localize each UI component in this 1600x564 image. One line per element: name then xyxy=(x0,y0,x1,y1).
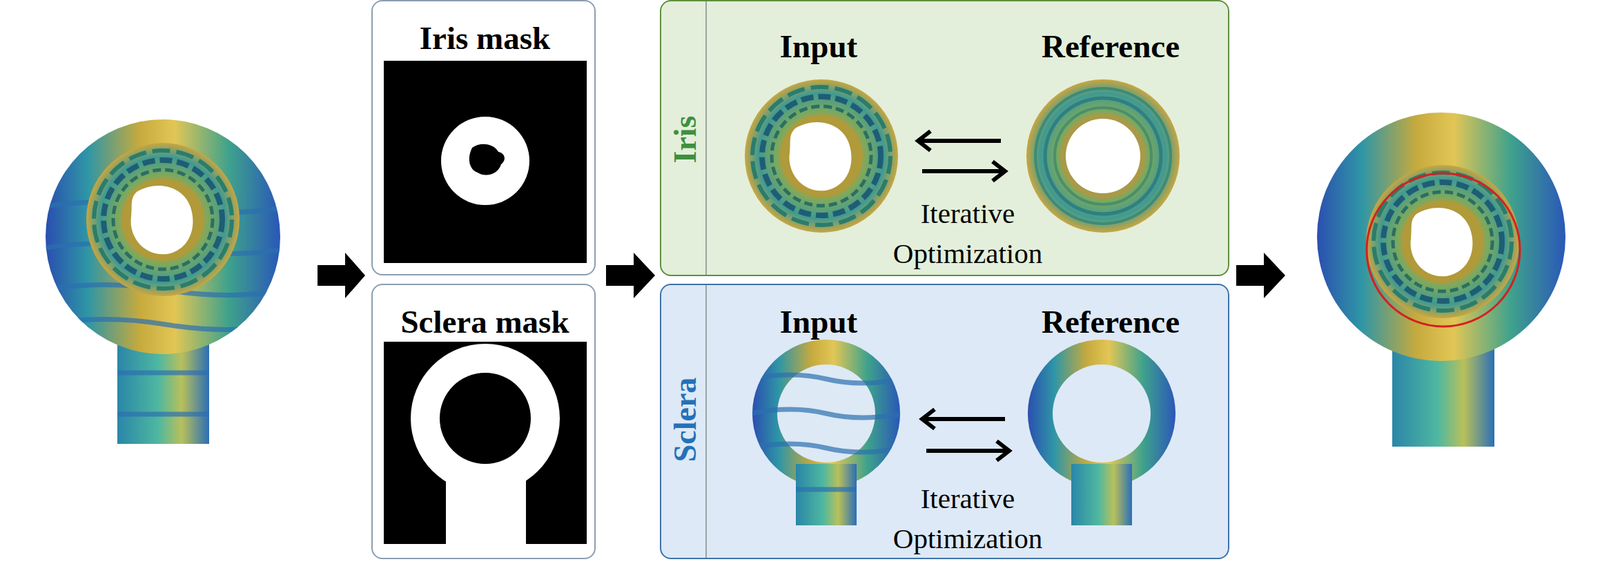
iris-reference-image xyxy=(1026,79,1180,233)
mask-box: Sclera mask xyxy=(371,283,596,560)
input-label: Input xyxy=(715,28,923,65)
mask-title: Iris mask xyxy=(372,20,598,57)
stage-panel: Iris Input ReferenceIterative Optimization xyxy=(659,0,1230,277)
process-label: Iterative Optimization xyxy=(864,478,1072,559)
exchange-arrows xyxy=(918,131,1010,461)
reference-label: Reference xyxy=(1007,304,1215,341)
block-arrow xyxy=(317,252,1286,299)
sclera-input-image xyxy=(750,339,903,526)
input-label: Input xyxy=(715,304,923,341)
mask-box: Iris mask xyxy=(371,0,596,276)
iris-mask-image xyxy=(383,60,587,263)
input-eye-model xyxy=(41,119,290,444)
iris-input-image xyxy=(744,79,899,233)
sclera-mask-image xyxy=(383,341,587,544)
stage-panel: Sclera Input ReferenceIterative Optimizati… xyxy=(659,283,1230,560)
sclera-reference-image xyxy=(1027,339,1176,526)
process-label: Iterative Optimization xyxy=(864,193,1072,274)
panel-divider xyxy=(705,285,707,558)
panel-divider xyxy=(705,1,707,275)
mask-title: Sclera mask xyxy=(372,304,598,341)
reference-label: Reference xyxy=(1007,28,1215,65)
output-eye-model xyxy=(1316,112,1566,447)
panel-label: Sclera xyxy=(666,377,704,463)
panel-label: Iris xyxy=(666,115,704,164)
